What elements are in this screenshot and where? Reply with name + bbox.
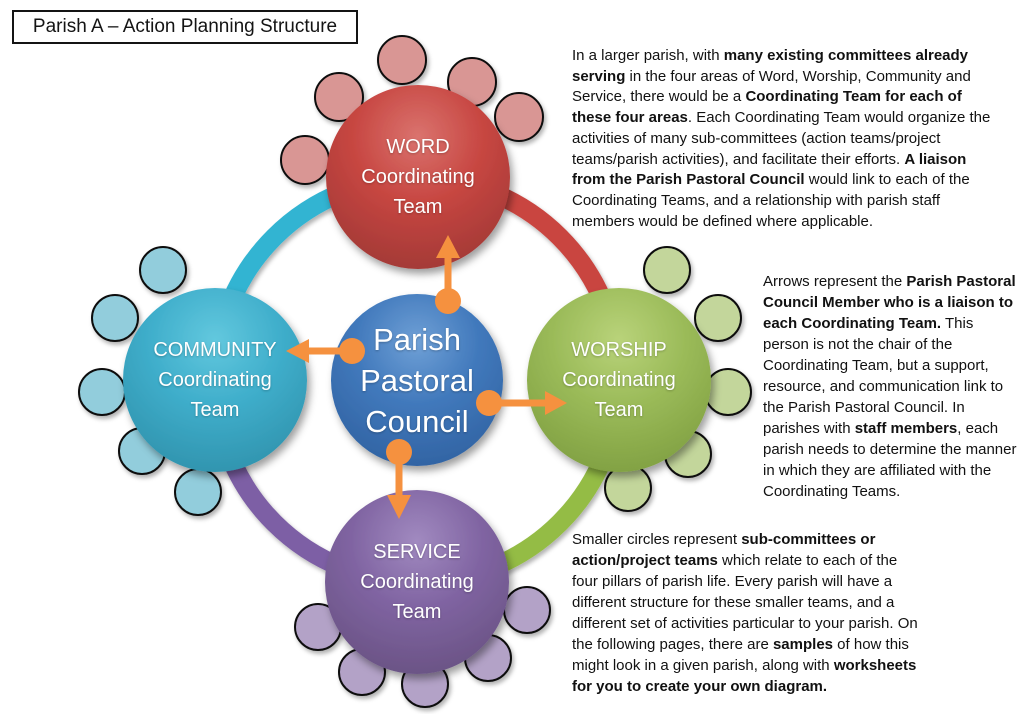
word-sub-committee-circles xyxy=(280,35,544,185)
title-box: Parish A – Action Planning Structure xyxy=(12,10,358,44)
word-team-circle xyxy=(326,85,510,269)
sub-committee-circle xyxy=(78,368,126,416)
text-run: In a larger parish, with xyxy=(572,47,724,64)
arrow-council-to-word xyxy=(435,235,461,314)
text-run: Parish Pastoral Council Member who is a … xyxy=(763,273,1016,332)
paragraph-committees: In a larger parish, with many existing c… xyxy=(572,46,1000,232)
page-title: Parish A – Action Planning Structure xyxy=(32,16,338,37)
sub-committee-circle xyxy=(280,135,330,185)
text-run: . Each Coordinating Team would organize … xyxy=(572,109,991,168)
sub-committee-circle xyxy=(494,92,544,142)
sub-committee-circle xyxy=(503,586,551,634)
worship-team-circle xyxy=(527,288,711,472)
sub-committee-circle xyxy=(377,35,427,85)
text-run: of how this might look in a given parish… xyxy=(572,636,909,674)
text-run: This person is not the chair of the Coor… xyxy=(763,315,1004,437)
text-run: sub-committees or action/project teams xyxy=(572,531,876,569)
sub-committee-circle xyxy=(174,468,222,516)
service-team-circle xyxy=(325,490,509,674)
sub-committee-circle xyxy=(314,72,364,122)
text-run: in the four areas of Word, Worship, Comm… xyxy=(572,67,971,106)
text-run: , each parish needs to determine the man… xyxy=(763,420,1017,500)
text-run: Arrows represent the xyxy=(763,273,907,290)
sub-committee-circle xyxy=(643,246,691,294)
text-run: worksheets for you to create your own di… xyxy=(572,657,917,695)
text-run: staff members xyxy=(854,420,958,437)
text-run: would link to each of the Coordinating T… xyxy=(572,171,970,230)
community-team-circle xyxy=(123,288,307,472)
text-run: Smaller circles represent xyxy=(572,531,742,548)
sub-committee-circle xyxy=(91,294,139,342)
service-sub-committee-circles xyxy=(294,586,551,708)
arrow-council-to-community xyxy=(286,338,365,364)
paragraph-arrows: Arrows represent the Parish Pastoral Cou… xyxy=(763,271,1017,502)
text-run: Coordinating Team for each of these four… xyxy=(572,88,962,127)
text-run: A liaison from the Parish Pastoral Counc… xyxy=(572,150,967,189)
text-run: many existing committees already serving xyxy=(572,47,969,85)
sub-committee-circle xyxy=(139,246,187,294)
sub-committee-circle xyxy=(604,464,652,512)
sub-committee-circle xyxy=(704,368,752,416)
text-run: which relate to each of the four pillars… xyxy=(572,552,918,653)
sub-committee-circle xyxy=(694,294,742,342)
parish-pastoral-council-circle xyxy=(331,294,503,466)
arrow-council-to-worship xyxy=(476,390,567,416)
arrow-council-to-service xyxy=(386,439,412,519)
text-run: samples xyxy=(772,636,834,653)
paragraph-smaller-circles: Smaller circles represent sub-committees… xyxy=(572,529,922,697)
